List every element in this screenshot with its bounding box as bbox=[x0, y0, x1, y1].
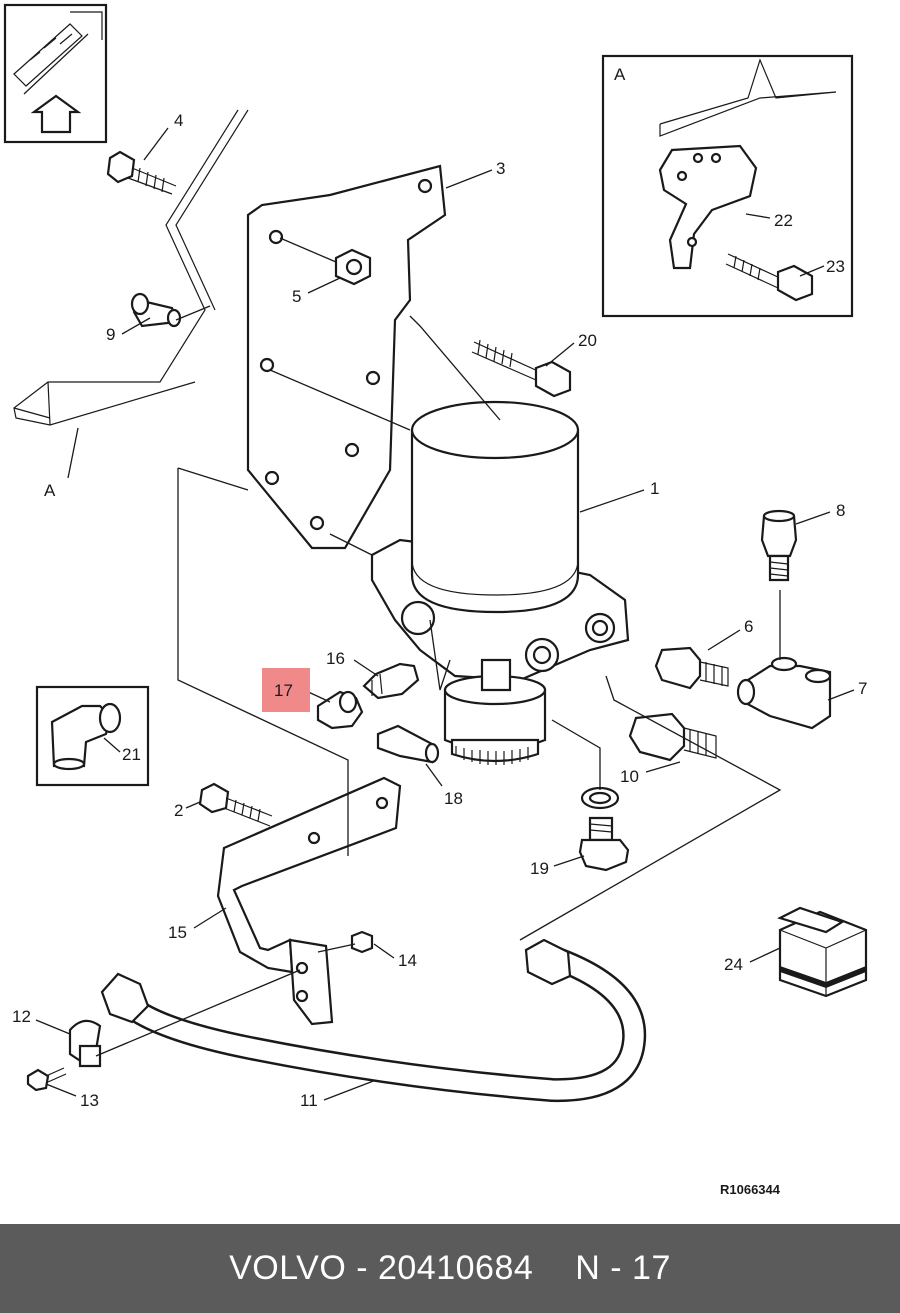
fitting-18 bbox=[376, 724, 440, 764]
callout-12: 12 bbox=[12, 1007, 31, 1026]
air-dryer-unit bbox=[370, 400, 630, 765]
bolt-13 bbox=[26, 1067, 67, 1092]
leader-lines bbox=[95, 237, 782, 1057]
callout-7: 7 bbox=[858, 679, 867, 698]
callout-20: 20 bbox=[578, 331, 597, 350]
callout-19: 19 bbox=[530, 859, 549, 878]
parts-diagram: 4 3 5 9 A 20 1 8 6 7 16 17 18 10 19 21 2… bbox=[3, 3, 868, 1197]
fitting-6 bbox=[654, 646, 729, 690]
nut-14 bbox=[350, 930, 374, 954]
elbow-21-detail bbox=[35, 685, 150, 787]
callout-23: 23 bbox=[826, 257, 845, 276]
callout-leaders bbox=[35, 127, 855, 1101]
inset-marker-a: A bbox=[614, 65, 626, 84]
fitting-16 bbox=[362, 662, 420, 700]
callout-10: 10 bbox=[620, 767, 639, 786]
elbow-17 bbox=[316, 690, 364, 730]
banjo-bolt-8 bbox=[760, 509, 798, 582]
callout-6: 6 bbox=[744, 617, 753, 636]
box-24 bbox=[777, 906, 868, 998]
highlight-marker bbox=[262, 668, 310, 712]
callout-15: 15 bbox=[168, 923, 187, 942]
callout-21: 21 bbox=[122, 745, 141, 764]
callout-11: 11 bbox=[300, 1091, 318, 1110]
spacer-9 bbox=[130, 292, 182, 328]
callout-24: 24 bbox=[724, 955, 743, 974]
callout-22: 22 bbox=[774, 211, 793, 230]
reference-code: R1066344 bbox=[720, 1182, 781, 1197]
callout-3: 3 bbox=[496, 159, 505, 178]
fitting-10 bbox=[628, 712, 717, 762]
footer-position-label: N - 17 bbox=[575, 1249, 671, 1287]
footer-brand: VOLVO bbox=[229, 1249, 347, 1287]
orientation-icon bbox=[3, 3, 108, 144]
clamp-12 bbox=[68, 1019, 102, 1068]
exploded-view-drawing: 4 3 5 9 A 20 1 8 6 7 16 17 18 10 19 21 2… bbox=[3, 3, 868, 1197]
footer-separator: - bbox=[346, 1249, 378, 1287]
footer-part-number: 20410684 bbox=[377, 1249, 534, 1287]
callout-17: 17 bbox=[274, 681, 293, 700]
pipe-bracket-15 bbox=[216, 776, 402, 1026]
view-marker-a: A bbox=[44, 481, 56, 500]
callout-8: 8 bbox=[836, 501, 845, 520]
plug-19 bbox=[578, 786, 630, 872]
callout-5: 5 bbox=[292, 287, 301, 306]
callout-1: 1 bbox=[650, 479, 659, 498]
bolt-2 bbox=[198, 782, 273, 827]
bolt-20 bbox=[471, 339, 572, 398]
part-footer: VOLVO - 20410684 N - 17 bbox=[0, 1224, 900, 1313]
elbow-fitting-7 bbox=[736, 656, 832, 730]
callout-13: 13 bbox=[80, 1091, 99, 1110]
callout-4: 4 bbox=[174, 111, 183, 130]
pipe-11 bbox=[100, 938, 647, 1103]
callout-9: 9 bbox=[106, 325, 115, 344]
mounting-bracket bbox=[246, 164, 447, 550]
nut-5 bbox=[334, 248, 372, 286]
frame-rail bbox=[13, 109, 249, 426]
callout-2: 2 bbox=[174, 801, 183, 820]
callout-14: 14 bbox=[398, 951, 417, 970]
inset-detail-a bbox=[601, 54, 854, 318]
bolt-4 bbox=[106, 150, 177, 195]
callout-18: 18 bbox=[444, 789, 463, 808]
callout-16: 16 bbox=[326, 649, 345, 668]
